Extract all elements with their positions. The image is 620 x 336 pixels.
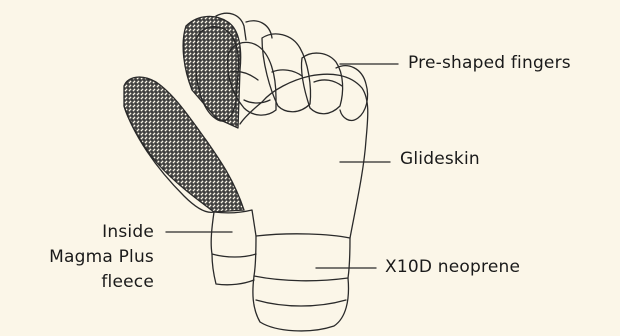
- fleece-band: [211, 212, 256, 257]
- label-glideskin: Glideskin: [400, 148, 480, 170]
- label-x10d-neoprene: X10D neoprene: [385, 256, 520, 278]
- cuff-seam: [256, 300, 346, 306]
- label-fleece-line: Magma Plus: [0, 245, 154, 270]
- crease: [244, 100, 270, 103]
- crease: [272, 70, 302, 76]
- wrist-band: [254, 236, 350, 281]
- label-fleece-line: Inside: [0, 220, 154, 245]
- label-inside-fleece: Inside Magma Plus fleece: [0, 220, 154, 295]
- label-pre-shaped-fingers: Pre-shaped fingers: [408, 52, 571, 74]
- crease: [314, 80, 342, 86]
- finger-little: [301, 53, 342, 114]
- fleece-band: [212, 254, 254, 285]
- label-fleece-line: fleece: [0, 270, 154, 295]
